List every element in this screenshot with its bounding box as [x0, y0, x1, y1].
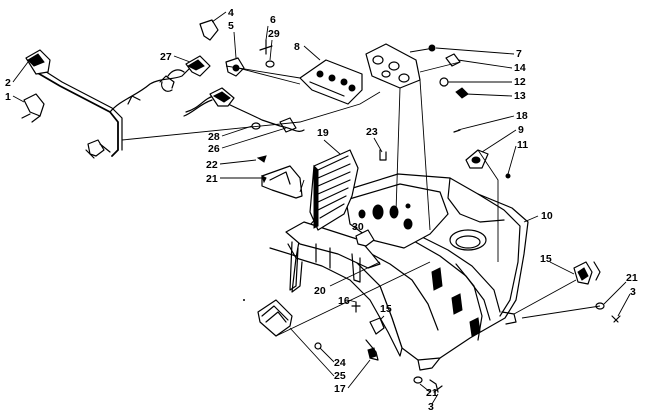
screw-22: [256, 155, 267, 184]
emblem-plate: [257, 299, 322, 350]
callout-3-right: 3: [630, 286, 636, 298]
fasteners-upper-right: [428, 44, 469, 99]
screw-6: [259, 39, 275, 68]
callout-17: 17: [334, 383, 346, 395]
callout-30: 30: [352, 221, 364, 233]
leader-lines: [121, 47, 601, 337]
callout-2: 2: [5, 77, 11, 89]
callout-29: 29: [268, 28, 280, 40]
callout-22: 22: [206, 159, 218, 171]
callout-15-lower: 15: [380, 303, 392, 315]
decal-plate: [261, 165, 303, 199]
callout-9: 9: [518, 124, 524, 136]
callout-11: 11: [517, 139, 528, 151]
callout-16: 16: [338, 295, 350, 307]
callout-12: 12: [514, 76, 526, 88]
backing-bracket: [365, 43, 421, 89]
callout-14: 14: [514, 62, 526, 74]
wiring-harness-27: [109, 55, 211, 113]
callout-26: 26: [208, 143, 220, 155]
console-body: [269, 173, 529, 371]
callout-15-right: 15: [540, 253, 552, 265]
callout-5: 5: [228, 20, 234, 32]
callout-19: 19: [317, 127, 329, 139]
knob-30: [355, 229, 375, 247]
clamp-assembly-lower: [351, 301, 385, 361]
callout-8: 8: [294, 41, 300, 53]
callout-28: 28: [208, 131, 220, 143]
fuel-gauge-grommet: [453, 129, 511, 179]
callout-1: 1: [5, 91, 11, 103]
vent-grille: [309, 149, 359, 231]
clamp-assembly-right: [573, 261, 621, 323]
stray-mark: [243, 299, 245, 301]
callout-6: 6: [270, 14, 276, 26]
gauge-mount-plate: [299, 59, 363, 105]
callout-24: 24: [334, 357, 346, 369]
callout-4: 4: [228, 7, 234, 19]
throttle-cable-assembly: [21, 49, 123, 159]
callout-21-right: 21: [626, 272, 638, 284]
callout-7: 7: [516, 48, 522, 60]
wiring-harness-26: [183, 87, 305, 133]
callout-25: 25: [334, 370, 346, 382]
callout-27: 27: [160, 51, 172, 63]
callout-21-lower: 21: [426, 387, 438, 399]
callouts: 1 2 4 5 6 29 8 27 28 26 22 21 19: [5, 7, 638, 413]
clip-23: [379, 149, 387, 161]
callout-20: 20: [314, 285, 326, 297]
callout-10: 10: [541, 210, 553, 222]
ignition-switch: [199, 19, 245, 77]
lower-fasteners: [413, 376, 443, 393]
callout-18: 18: [516, 110, 528, 122]
callout-23: 23: [366, 126, 378, 138]
support-bracket: [285, 221, 381, 291]
callout-21: 21: [206, 173, 218, 185]
callout-3-lower: 3: [428, 401, 434, 413]
callout-13: 13: [514, 90, 526, 102]
